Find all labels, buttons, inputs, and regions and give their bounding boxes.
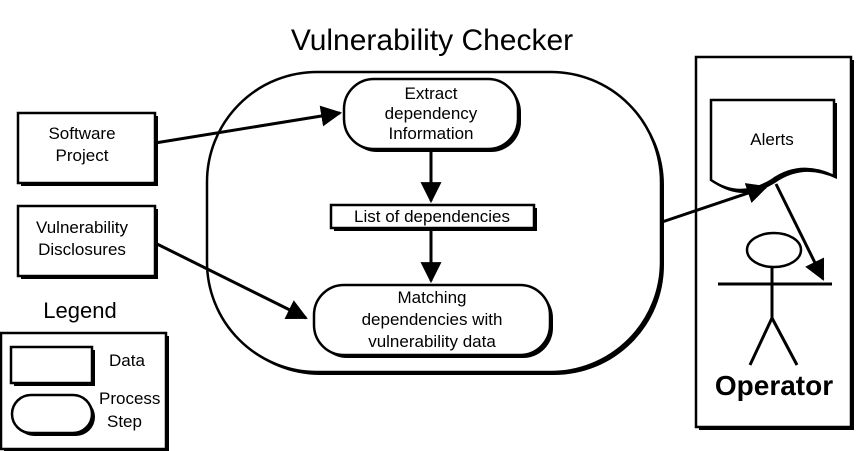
arrow-software-to-extract xyxy=(154,105,343,145)
diagram-title: Vulnerability Checker xyxy=(291,24,573,57)
arrow-alerts-to-operator xyxy=(774,183,825,281)
software-project-label-line1: Software xyxy=(48,124,115,143)
arrow-disclosures-to-matching xyxy=(154,241,308,320)
matching-label-line1: Matching xyxy=(398,288,467,307)
legend-data-label: Data xyxy=(109,351,145,370)
extract-label-line3: Information xyxy=(388,124,473,143)
extract-label-line1: Extract xyxy=(405,84,458,103)
legend-box: Data Process Step xyxy=(0,331,169,451)
arrow-checker-to-alerts xyxy=(661,183,768,224)
software-project-label-line2: Project xyxy=(56,146,109,165)
vulnerability-disclosures-label-line2: Disclosures xyxy=(38,240,126,259)
operator-figure-icon xyxy=(718,231,832,366)
alerts-document: Alerts xyxy=(709,98,837,193)
operator-label: Operator xyxy=(715,370,833,401)
extract-label-line2: dependency xyxy=(385,104,478,123)
software-project-box: Software Project xyxy=(16,111,158,186)
legend-process-label-line1: Process xyxy=(99,389,160,408)
list-of-dependencies-box: List of dependencies xyxy=(329,203,537,231)
matching-dependencies-process: Matching dependencies with vulnerability… xyxy=(312,283,553,358)
legend-process-label-line2: Step xyxy=(107,412,142,431)
legend-process-swatch xyxy=(10,393,94,435)
matching-label-line3: vulnerability data xyxy=(368,332,496,351)
matching-label-line2: dependencies with xyxy=(362,310,503,329)
vulnerability-disclosures-box: Vulnerability Disclosures xyxy=(16,204,158,279)
legend-data-swatch xyxy=(9,345,94,385)
vulnerability-disclosures-label-line1: Vulnerability xyxy=(36,218,128,237)
extract-dependency-process: Extract dependency Information xyxy=(342,77,521,152)
legend-title: Legend xyxy=(43,298,116,323)
list-of-dependencies-label: List of dependencies xyxy=(354,207,510,226)
alerts-label: Alerts xyxy=(750,130,793,149)
